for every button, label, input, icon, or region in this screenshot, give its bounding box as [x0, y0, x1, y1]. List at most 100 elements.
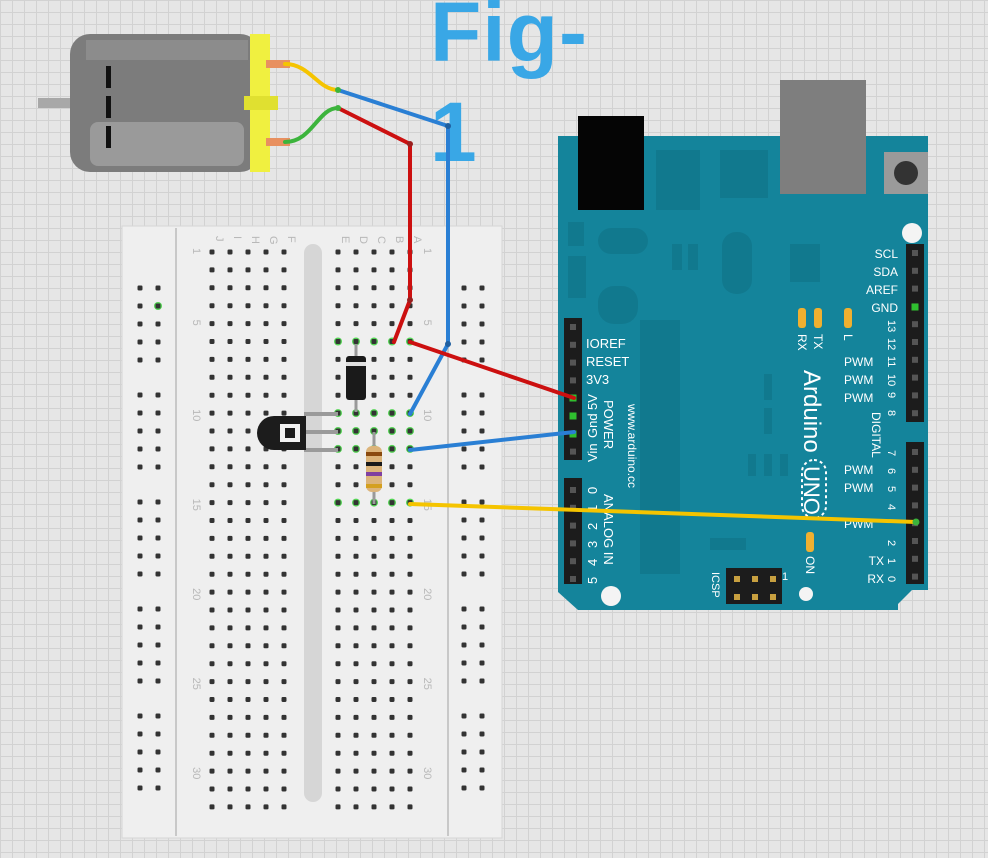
svg-text:GND: GND	[871, 301, 898, 315]
column-number: 20	[421, 588, 433, 600]
column-number: 10	[190, 409, 202, 421]
row-letter: I	[231, 236, 243, 239]
transistor-leads	[304, 412, 338, 452]
svg-text:SDA: SDA	[873, 265, 898, 279]
digital-header-lower[interactable]	[906, 442, 924, 584]
mounting-hole	[799, 587, 813, 601]
row-letter: F	[285, 236, 297, 243]
diode-band	[346, 362, 366, 366]
svg-text:12: 12	[885, 338, 897, 350]
row-letter: G	[267, 236, 279, 245]
svg-text:0: 0	[885, 576, 897, 582]
motor-terminal-2	[266, 138, 290, 146]
motor-shaft	[38, 98, 78, 108]
row-letter: D	[357, 236, 369, 244]
row-letter: A	[411, 236, 423, 244]
diode[interactable]	[346, 344, 366, 412]
rx-pin-label: RX	[867, 572, 884, 586]
arduino-pcb	[558, 136, 928, 610]
wire-yellow-pin3[interactable]	[408, 502, 918, 524]
resistor[interactable]	[366, 432, 382, 504]
arduino-uno-board[interactable]: IOREF RESET 3V3 5V Gnd Vin 0 1 2 3 4 5 P…	[558, 80, 928, 610]
svg-text:10: 10	[885, 374, 897, 386]
l-led	[844, 308, 852, 328]
column-number: 1	[190, 248, 202, 254]
mounting-hole	[902, 223, 922, 243]
svg-text:3: 3	[585, 541, 600, 548]
svg-text:1: 1	[885, 558, 897, 564]
resistor-body	[366, 446, 382, 492]
arduino-model-label: UNO	[799, 466, 824, 515]
svg-text:AREF: AREF	[866, 283, 898, 297]
svg-text:2: 2	[885, 540, 897, 546]
pin-label-ioref: IOREF	[586, 336, 626, 351]
rx-led-label: RX	[795, 334, 809, 351]
power-jack[interactable]	[578, 116, 644, 210]
svg-text:4: 4	[885, 504, 897, 510]
svg-text:PWM: PWM	[844, 373, 873, 387]
rx-led	[798, 308, 806, 328]
on-led-label: ON	[803, 556, 817, 574]
motor-top-band	[86, 40, 248, 60]
website-label: www.arduino.cc	[625, 403, 639, 488]
row-letter: J	[213, 236, 225, 242]
usb-connector[interactable]	[780, 80, 866, 194]
diode-body	[346, 356, 366, 400]
l-led-label: L	[841, 334, 855, 341]
wire-red-motor-to-breadboard[interactable]	[336, 106, 412, 344]
svg-text:0: 0	[585, 487, 600, 494]
power-pin-labels: IOREF RESET 3V3 5V Gnd Vin	[585, 336, 629, 462]
digital-pin-number-labels: 13 12 11 10 9 8 7 6 5 4 2 1 0	[885, 320, 897, 582]
column-number: 30	[190, 767, 202, 779]
row-letter: B	[393, 236, 405, 243]
svg-text:PWM: PWM	[844, 481, 873, 495]
dc-motor[interactable]	[38, 34, 290, 172]
wire-blue-gnd[interactable]	[408, 430, 576, 452]
column-number: 5	[190, 320, 202, 326]
power-header[interactable]	[564, 318, 582, 460]
arduino-brand-label: Arduino	[798, 370, 825, 453]
on-led	[806, 532, 814, 552]
column-number: 30	[421, 767, 433, 779]
tx-led	[814, 308, 822, 328]
tx-pin-label: TX	[869, 554, 884, 568]
column-number: 10	[421, 409, 433, 421]
breadboard-center-channel	[304, 244, 322, 802]
wire-blue-motor-to-breadboard[interactable]	[336, 88, 450, 416]
row-letter: C	[375, 236, 387, 244]
analog-header[interactable]	[564, 478, 582, 584]
motor-lead-green[interactable]	[283, 106, 340, 144]
column-number: 1	[421, 248, 433, 254]
tx-led-label: TX	[811, 334, 825, 349]
svg-text:11: 11	[885, 356, 897, 367]
motor-lead-yellow[interactable]	[283, 62, 340, 92]
motor-highlight	[90, 122, 244, 166]
column-number: 5	[421, 320, 433, 326]
digital-header-upper[interactable]	[906, 244, 924, 422]
power-section-label: POWER	[601, 400, 616, 449]
svg-text:PWM: PWM	[844, 463, 873, 477]
svg-text:2: 2	[585, 523, 600, 530]
svg-text:1: 1	[585, 505, 600, 512]
wire-red-5v[interactable]	[408, 340, 576, 400]
transistor[interactable]	[257, 412, 338, 452]
svg-text:PWM: PWM	[844, 391, 873, 405]
svg-text:5: 5	[585, 577, 600, 584]
analog-pin-labels: 0 1 2 3 4 5	[585, 487, 600, 584]
svg-text:7: 7	[885, 450, 897, 456]
mounting-hole	[601, 586, 621, 606]
svg-text:6: 6	[885, 468, 897, 474]
column-number: 20	[190, 588, 202, 600]
pin-label-vin: Vin	[585, 443, 600, 462]
svg-text:4: 4	[585, 559, 600, 566]
svg-text:PWM: PWM	[844, 355, 873, 369]
svg-text:5: 5	[885, 486, 897, 492]
digital-section-label: DIGITAL	[869, 412, 883, 458]
pin-label-5v: 5V	[585, 394, 600, 410]
pin-label-3v3: 3V3	[586, 372, 609, 387]
svg-text:9: 9	[885, 392, 897, 398]
row-letter: E	[339, 236, 351, 243]
